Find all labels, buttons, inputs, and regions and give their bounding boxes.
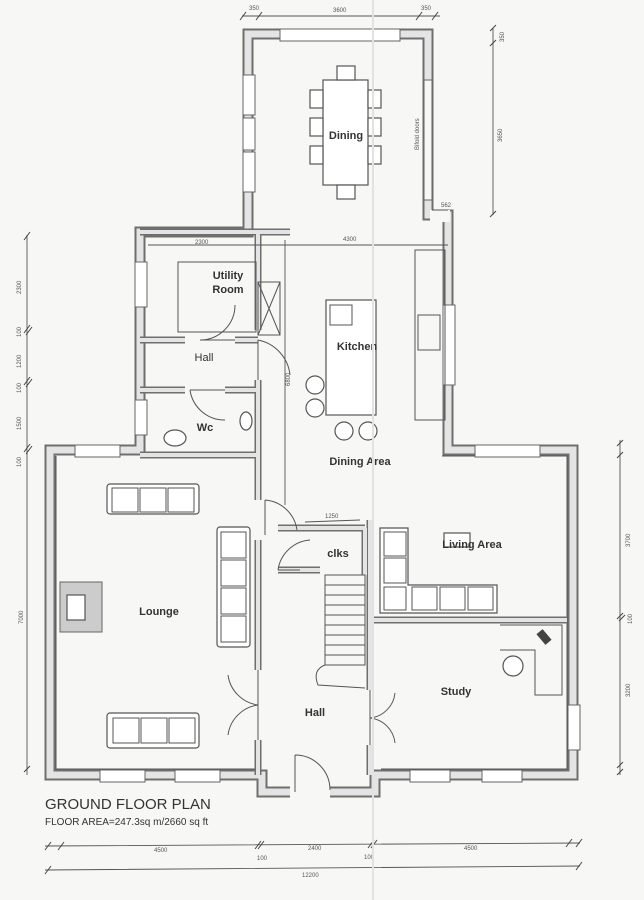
dim-left-1: 100 (17, 326, 23, 337)
dim-dining-right-1: 3650 (498, 128, 504, 142)
room-hall-upper: Hall (195, 352, 214, 364)
room-dining-area: Dining Area (329, 456, 391, 468)
dim-bottom-0: 4500 (154, 848, 168, 854)
room-wc: Wc (197, 422, 214, 434)
dimension-labels: 350 3600 350 350 3650 562 4300 2300 2300… (17, 6, 634, 879)
dim-bottom-gap-1: 100 (364, 855, 375, 861)
dim-left-2: 1200 (17, 354, 23, 368)
room-kitchen: Kitchen (337, 341, 378, 353)
doors (189, 304, 396, 792)
dim-top-middle: 3600 (333, 8, 347, 14)
dim-bottom-gap-0: 100 (257, 856, 268, 862)
dim-bottom-1: 2400 (308, 846, 322, 852)
room-study: Study (441, 686, 472, 698)
dim-clks-width: 1250 (325, 514, 339, 520)
staircase (315, 574, 366, 689)
room-living-area: Living Area (442, 539, 502, 551)
dim-overall: 12200 (302, 873, 319, 879)
lounge-furniture (59, 483, 251, 749)
dim-utility-width: 2300 (195, 240, 209, 246)
dim-top-right: 350 (421, 6, 432, 12)
dim-dining-return: 562 (441, 203, 452, 209)
room-hall-main: Hall (305, 707, 325, 719)
dim-bottom-2: 4500 (464, 846, 478, 852)
dim-kitchen-depth: 6800 (286, 372, 292, 386)
floor-area: FLOOR AREA=247.3sq m/2660 sq ft (45, 817, 208, 828)
dim-dining-right-0: 350 (500, 31, 506, 42)
windows (74, 28, 581, 798)
dim-left-5: 100 (17, 456, 23, 467)
dim-left-6: 7000 (19, 610, 25, 624)
room-utility-line2: Room (212, 284, 243, 296)
bifold-doors-label: Bifold doors (415, 118, 421, 150)
room-lounge: Lounge (139, 606, 179, 618)
dim-right-0: 3700 (626, 533, 632, 547)
dim-left-0: 2300 (17, 280, 23, 294)
study-furniture (500, 624, 563, 696)
dimension-lines (23, 11, 626, 875)
room-utility-line1: Utility (213, 270, 244, 282)
dim-kitchen-width: 4300 (343, 237, 357, 243)
kitchen-fittings (163, 249, 446, 447)
dim-right-1: 100 (628, 613, 634, 624)
room-clks: clks (327, 548, 348, 560)
dining-table (309, 65, 382, 200)
dim-top-left: 350 (249, 6, 260, 12)
plan-title: GROUND FLOOR PLAN (45, 796, 211, 813)
dim-left-3: 100 (17, 382, 23, 393)
dim-right-2: 3200 (626, 683, 632, 697)
room-dining: Dining (329, 130, 363, 142)
room-labels: Dining Utility Room Hall Kitchen Wc Dini… (139, 118, 502, 719)
living-furniture (379, 527, 498, 614)
dim-left-4: 1500 (17, 416, 23, 430)
